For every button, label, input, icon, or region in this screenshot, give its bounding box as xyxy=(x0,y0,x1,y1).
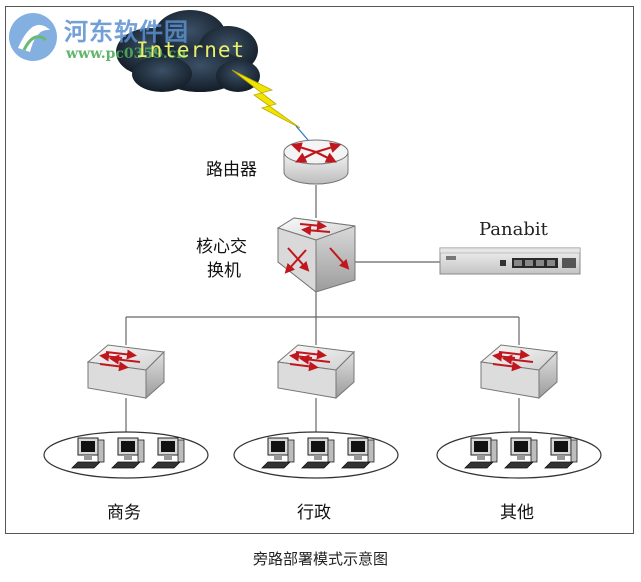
panabit-appliance-icon xyxy=(439,247,581,275)
department-label-business: 商务 xyxy=(107,503,141,523)
router-icon xyxy=(283,139,349,185)
panabit-label: Panabit xyxy=(479,219,548,240)
internet-label: Internet xyxy=(136,38,246,62)
router-label: 路由器 xyxy=(206,160,257,180)
workstation-icon xyxy=(464,437,498,469)
watermark-url: www.pc0359.cn xyxy=(66,46,187,62)
core-switch-label-line2: 换机 xyxy=(207,261,241,281)
workstation-icon xyxy=(71,437,105,469)
workstation-icon xyxy=(544,437,578,469)
core-switch-label-line1: 核心交 xyxy=(196,237,247,257)
access-switch-icon-right xyxy=(479,344,559,400)
workstation-icon xyxy=(261,437,295,469)
workstation-icon xyxy=(341,437,375,469)
internet-cloud-icon xyxy=(116,10,260,92)
connection-lines xyxy=(125,185,520,432)
diagram-frame xyxy=(5,6,634,534)
access-switch-icon-middle xyxy=(276,344,356,400)
workstation-icon xyxy=(111,437,145,469)
workstation-icon xyxy=(504,437,538,469)
watermark-logo-icon xyxy=(9,13,57,61)
diagram-caption: 旁路部署模式示意图 xyxy=(252,550,388,568)
workstation-icon xyxy=(151,437,185,469)
department-label-admin: 行政 xyxy=(297,503,331,523)
access-switch-icon-left xyxy=(86,344,166,400)
watermark-name: 河东软件园 xyxy=(64,17,189,46)
workstation-icon xyxy=(301,437,335,469)
core-switch-icon xyxy=(276,217,356,294)
department-label-other: 其他 xyxy=(500,503,534,523)
workstations xyxy=(71,437,578,469)
lightning-bolt-icon xyxy=(231,69,309,141)
